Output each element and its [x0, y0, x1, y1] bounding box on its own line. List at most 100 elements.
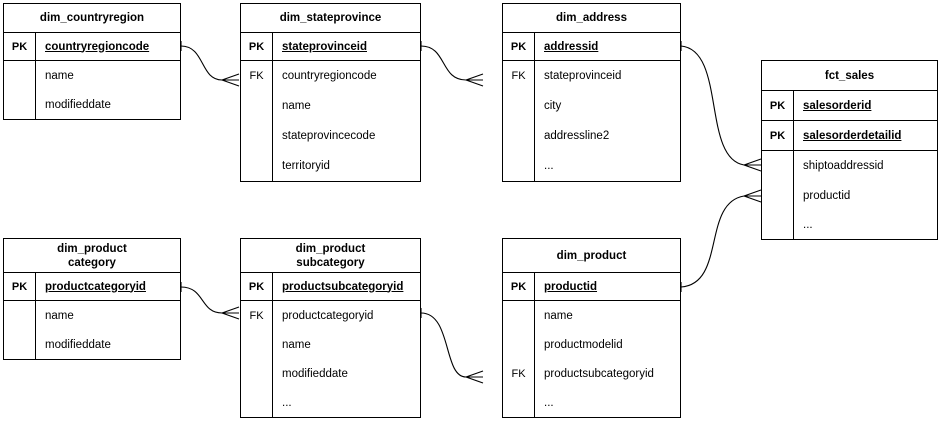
- field-column: name productmodelid productsubcategoryid…: [535, 301, 680, 417]
- key-label: [503, 301, 534, 330]
- table-row[interactable]: PK salesorderid: [762, 91, 937, 121]
- rel-productcategory-productsubcategory: [180, 282, 240, 320]
- field-name: ...: [803, 219, 813, 231]
- field-name: name: [282, 100, 311, 112]
- attribute-block: FK productcategoryid name modifieddate .…: [241, 301, 420, 417]
- key-label: [503, 121, 534, 151]
- table-row[interactable]: PK stateprovinceid: [241, 33, 420, 61]
- key-column: FK: [241, 61, 273, 181]
- rel-countryregion-stateprovince: [180, 41, 240, 87]
- key-label: PK: [762, 91, 794, 120]
- table-row[interactable]: PK addressid: [503, 33, 680, 61]
- attribute-block: shiptoaddressid productid ...: [762, 151, 937, 239]
- field-name: territoryid: [282, 160, 330, 172]
- field-column: shiptoaddressid productid ...: [794, 151, 937, 239]
- key-label: [241, 91, 272, 121]
- key-label: [503, 388, 534, 417]
- entity-dim-address[interactable]: dim_address PK addressid FK stateprovinc…: [502, 3, 681, 182]
- key-column: [762, 151, 794, 239]
- field-name: shiptoaddressid: [803, 160, 884, 172]
- key-label: [4, 301, 35, 330]
- key-label: PK: [503, 33, 535, 60]
- key-label: PK: [4, 33, 36, 60]
- key-label: [762, 181, 793, 211]
- field-name: name: [45, 309, 74, 322]
- attribute-block: FK name productmodelid productsubcategor…: [503, 301, 680, 417]
- rel-address-fctsales: [680, 41, 762, 172]
- entity-dim-product-category[interactable]: dim_product category PK productcategoryi…: [3, 238, 181, 360]
- key-column: FK: [503, 301, 535, 417]
- field-name: productid: [803, 190, 851, 202]
- field-column: stateprovinceid city addressline2 ...: [535, 61, 680, 181]
- field-name: salesorderid: [803, 99, 872, 112]
- field-name: stateprovinceid: [544, 70, 622, 82]
- key-label: [241, 151, 272, 181]
- field-name: countryregioncode: [45, 40, 150, 53]
- field-column: countryregioncode name stateprovincecode…: [273, 61, 420, 181]
- field-name: modifieddate: [282, 367, 348, 380]
- field-name: productsubcategoryid: [544, 367, 654, 380]
- key-label: [241, 330, 272, 359]
- field-name: ...: [544, 160, 554, 172]
- key-label: [503, 330, 534, 359]
- entity-title: dim_product: [503, 239, 680, 273]
- key-label: PK: [503, 273, 535, 300]
- field-name: addressline2: [544, 130, 610, 142]
- key-label: PK: [762, 121, 794, 150]
- field-name: modifieddate: [45, 98, 111, 111]
- field-name: stateprovincecode: [282, 130, 376, 142]
- attribute-block: FK countryregioncode name stateprovincec…: [241, 61, 420, 181]
- field-column: productcategoryid name modifieddate ...: [273, 301, 420, 417]
- key-label: [503, 151, 534, 181]
- entity-title: fct_sales: [762, 61, 937, 91]
- field-name: productmodelid: [544, 338, 623, 351]
- field-column: name modifieddate: [36, 61, 180, 119]
- key-label: [762, 211, 793, 239]
- attribute-block: name modifieddate: [4, 61, 180, 119]
- field-name: addressid: [544, 40, 599, 53]
- entity-dim-countryregion[interactable]: dim_countryregion PK countryregioncode n…: [3, 3, 181, 120]
- entity-dim-product[interactable]: dim_product PK productid FK name product…: [502, 238, 681, 418]
- rel-stateprovince-address: [420, 41, 484, 87]
- field-name: name: [282, 338, 311, 351]
- entity-dim-product-subcategory[interactable]: dim_product subcategory PK productsubcat…: [240, 238, 421, 418]
- field-column: name modifieddate: [36, 301, 180, 359]
- entity-title: dim_countryregion: [4, 4, 180, 33]
- rel-productsubcategory-product: [420, 308, 484, 384]
- key-column: [4, 61, 36, 119]
- key-label: FK: [249, 70, 264, 82]
- field-name: productcategoryid: [282, 309, 374, 322]
- key-label: PK: [4, 273, 36, 300]
- entity-title: dim_stateprovince: [241, 4, 420, 33]
- key-label: [4, 330, 35, 359]
- key-label: [4, 61, 35, 90]
- entity-fct-sales[interactable]: fct_sales PK salesorderid PK salesorderd…: [761, 60, 938, 240]
- field-name: city: [544, 100, 562, 112]
- table-row[interactable]: PK productid: [503, 273, 680, 301]
- field-name: productcategoryid: [45, 280, 146, 293]
- key-label: [4, 90, 35, 119]
- field-name: name: [544, 309, 573, 322]
- table-row[interactable]: PK productsubcategoryid: [241, 273, 420, 301]
- key-label: FK: [249, 309, 264, 322]
- attribute-block: FK stateprovinceid city addressline2 ...: [503, 61, 680, 181]
- field-name: ...: [282, 396, 292, 409]
- field-name: stateprovinceid: [282, 40, 367, 53]
- key-label: PK: [241, 273, 273, 300]
- key-label: [241, 121, 272, 151]
- key-label: FK: [511, 70, 526, 82]
- entity-dim-stateprovince[interactable]: dim_stateprovince PK stateprovinceid FK …: [240, 3, 421, 182]
- rel-product-fctsales: [680, 189, 762, 292]
- field-name: salesorderdetailid: [803, 129, 902, 142]
- field-name: countryregioncode: [282, 70, 377, 82]
- key-column: [4, 301, 36, 359]
- entity-title: dim_address: [503, 4, 680, 33]
- table-row[interactable]: PK countryregioncode: [4, 33, 180, 61]
- field-name: ...: [544, 396, 554, 409]
- table-row[interactable]: PK productcategoryid: [4, 273, 180, 301]
- key-label: [241, 388, 272, 417]
- table-row[interactable]: PK salesorderdetailid: [762, 121, 937, 151]
- key-column: FK: [241, 301, 273, 417]
- field-name: modifieddate: [45, 338, 111, 351]
